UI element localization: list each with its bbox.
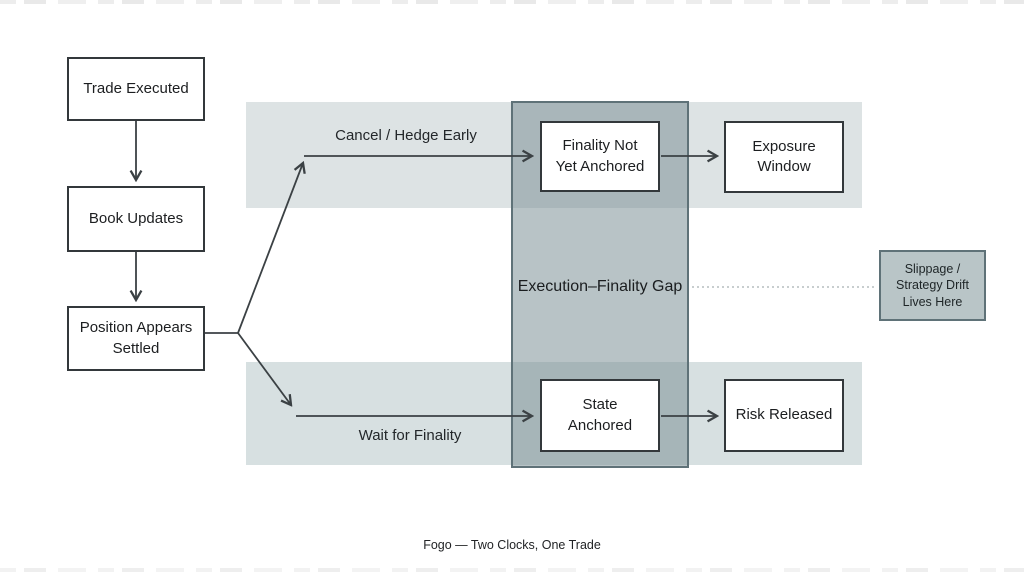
node-trade-executed: Trade Executed: [67, 57, 205, 121]
execution-finality-gap-label: Execution–Finality Gap: [517, 278, 683, 295]
edge-label-wait-for-finality: Wait for Finality: [358, 427, 462, 444]
node-state-anchored-label: State Anchored: [567, 396, 633, 434]
node-state-anchored: State Anchored: [540, 379, 660, 452]
node-finality-not-yet-anchored-label: Finality Not Yet Anchored: [555, 137, 645, 175]
bottom-edge-dash-artifact: [0, 568, 1024, 572]
node-risk-released-label: Risk Released: [735, 406, 833, 424]
slippage-strategy-drift-callout: Slippage / Strategy Drift Lives Here: [879, 250, 986, 321]
edge-label-cancel-hedge-early: Cancel / Hedge Early: [335, 127, 477, 144]
node-finality-not-yet-anchored: Finality Not Yet Anchored: [540, 121, 660, 192]
node-position-appears-settled-label: Position Appears Settled: [79, 319, 193, 357]
node-trade-executed-label: Trade Executed: [83, 79, 189, 97]
node-exposure-window: Exposure Window: [724, 121, 844, 193]
node-risk-released: Risk Released: [724, 379, 844, 452]
diagram-caption: Fogo — Two Clocks, One Trade: [423, 538, 601, 552]
node-exposure-window-label: Exposure Window: [752, 137, 816, 175]
node-book-updates-label: Book Updates: [88, 209, 184, 227]
node-position-appears-settled: Position Appears Settled: [67, 306, 205, 371]
slippage-strategy-drift-label: Slippage / Strategy Drift Lives Here: [896, 261, 969, 309]
top-edge-dash-artifact: [0, 0, 1024, 4]
node-book-updates: Book Updates: [67, 186, 205, 252]
